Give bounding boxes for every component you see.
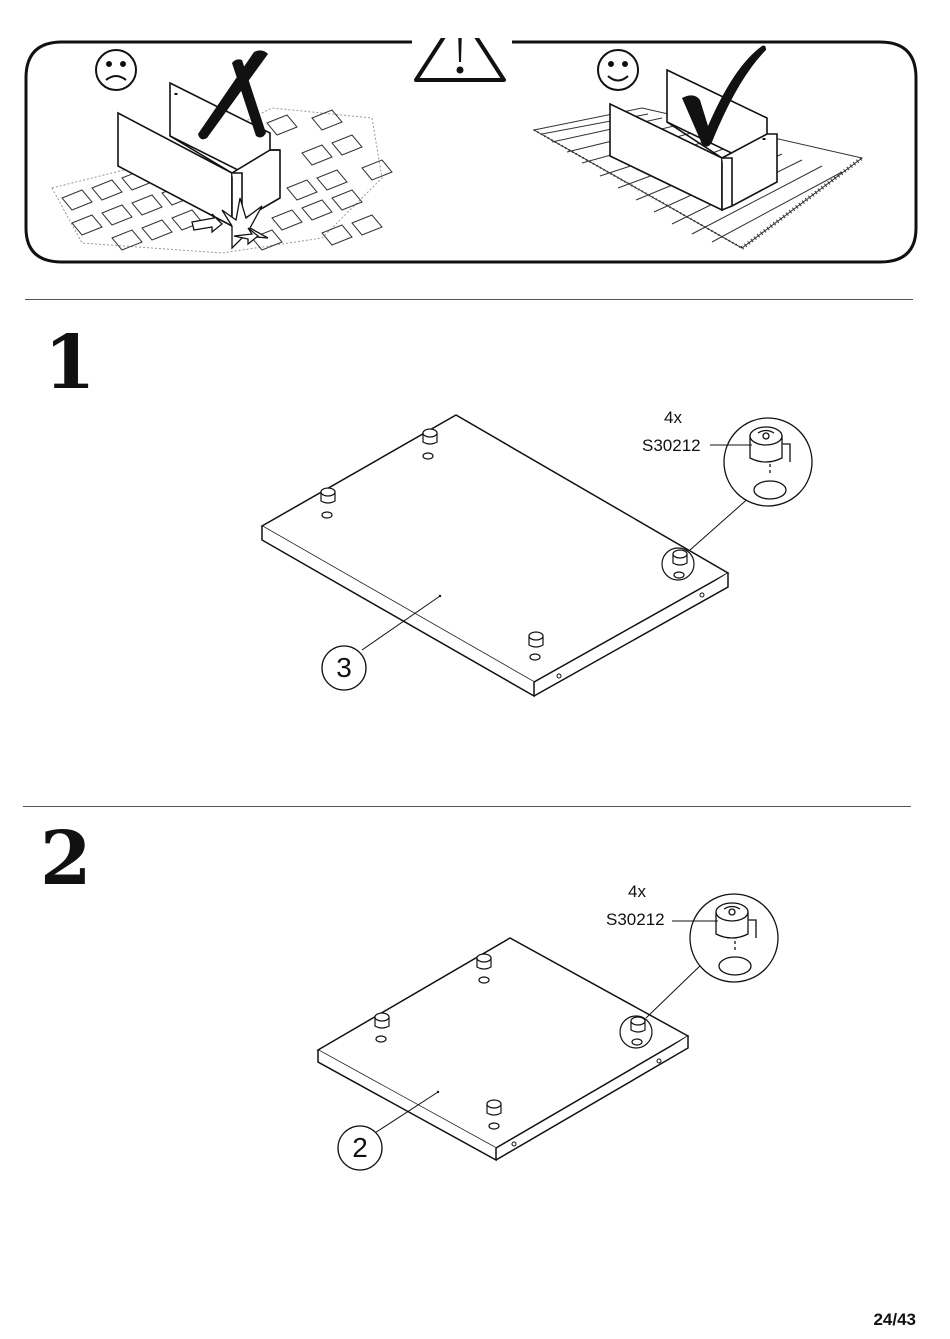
step-number: 1 <box>44 326 96 400</box>
cam-fitting-icon <box>487 1100 501 1129</box>
step-2-illustration <box>310 890 790 1190</box>
section-divider <box>25 299 913 300</box>
cam-fitting-icon <box>620 1016 652 1048</box>
smiling-face-icon <box>598 50 638 90</box>
frowning-face-icon <box>96 50 136 90</box>
section-divider <box>23 806 911 807</box>
zoom-detail <box>690 894 778 982</box>
warning-banner <box>22 38 920 266</box>
cam-fitting-icon <box>662 548 694 580</box>
panel-board <box>318 938 688 1160</box>
step-number: 2 <box>40 822 92 896</box>
cam-fitting-icon <box>477 954 491 983</box>
zoom-detail <box>724 418 812 506</box>
page-number: 24/43 <box>873 1310 916 1330</box>
warning-triangle-icon <box>416 38 504 80</box>
intact-shelf-illustration <box>610 70 777 210</box>
part-label: 3 <box>322 652 366 684</box>
part-label: 2 <box>338 1132 382 1164</box>
